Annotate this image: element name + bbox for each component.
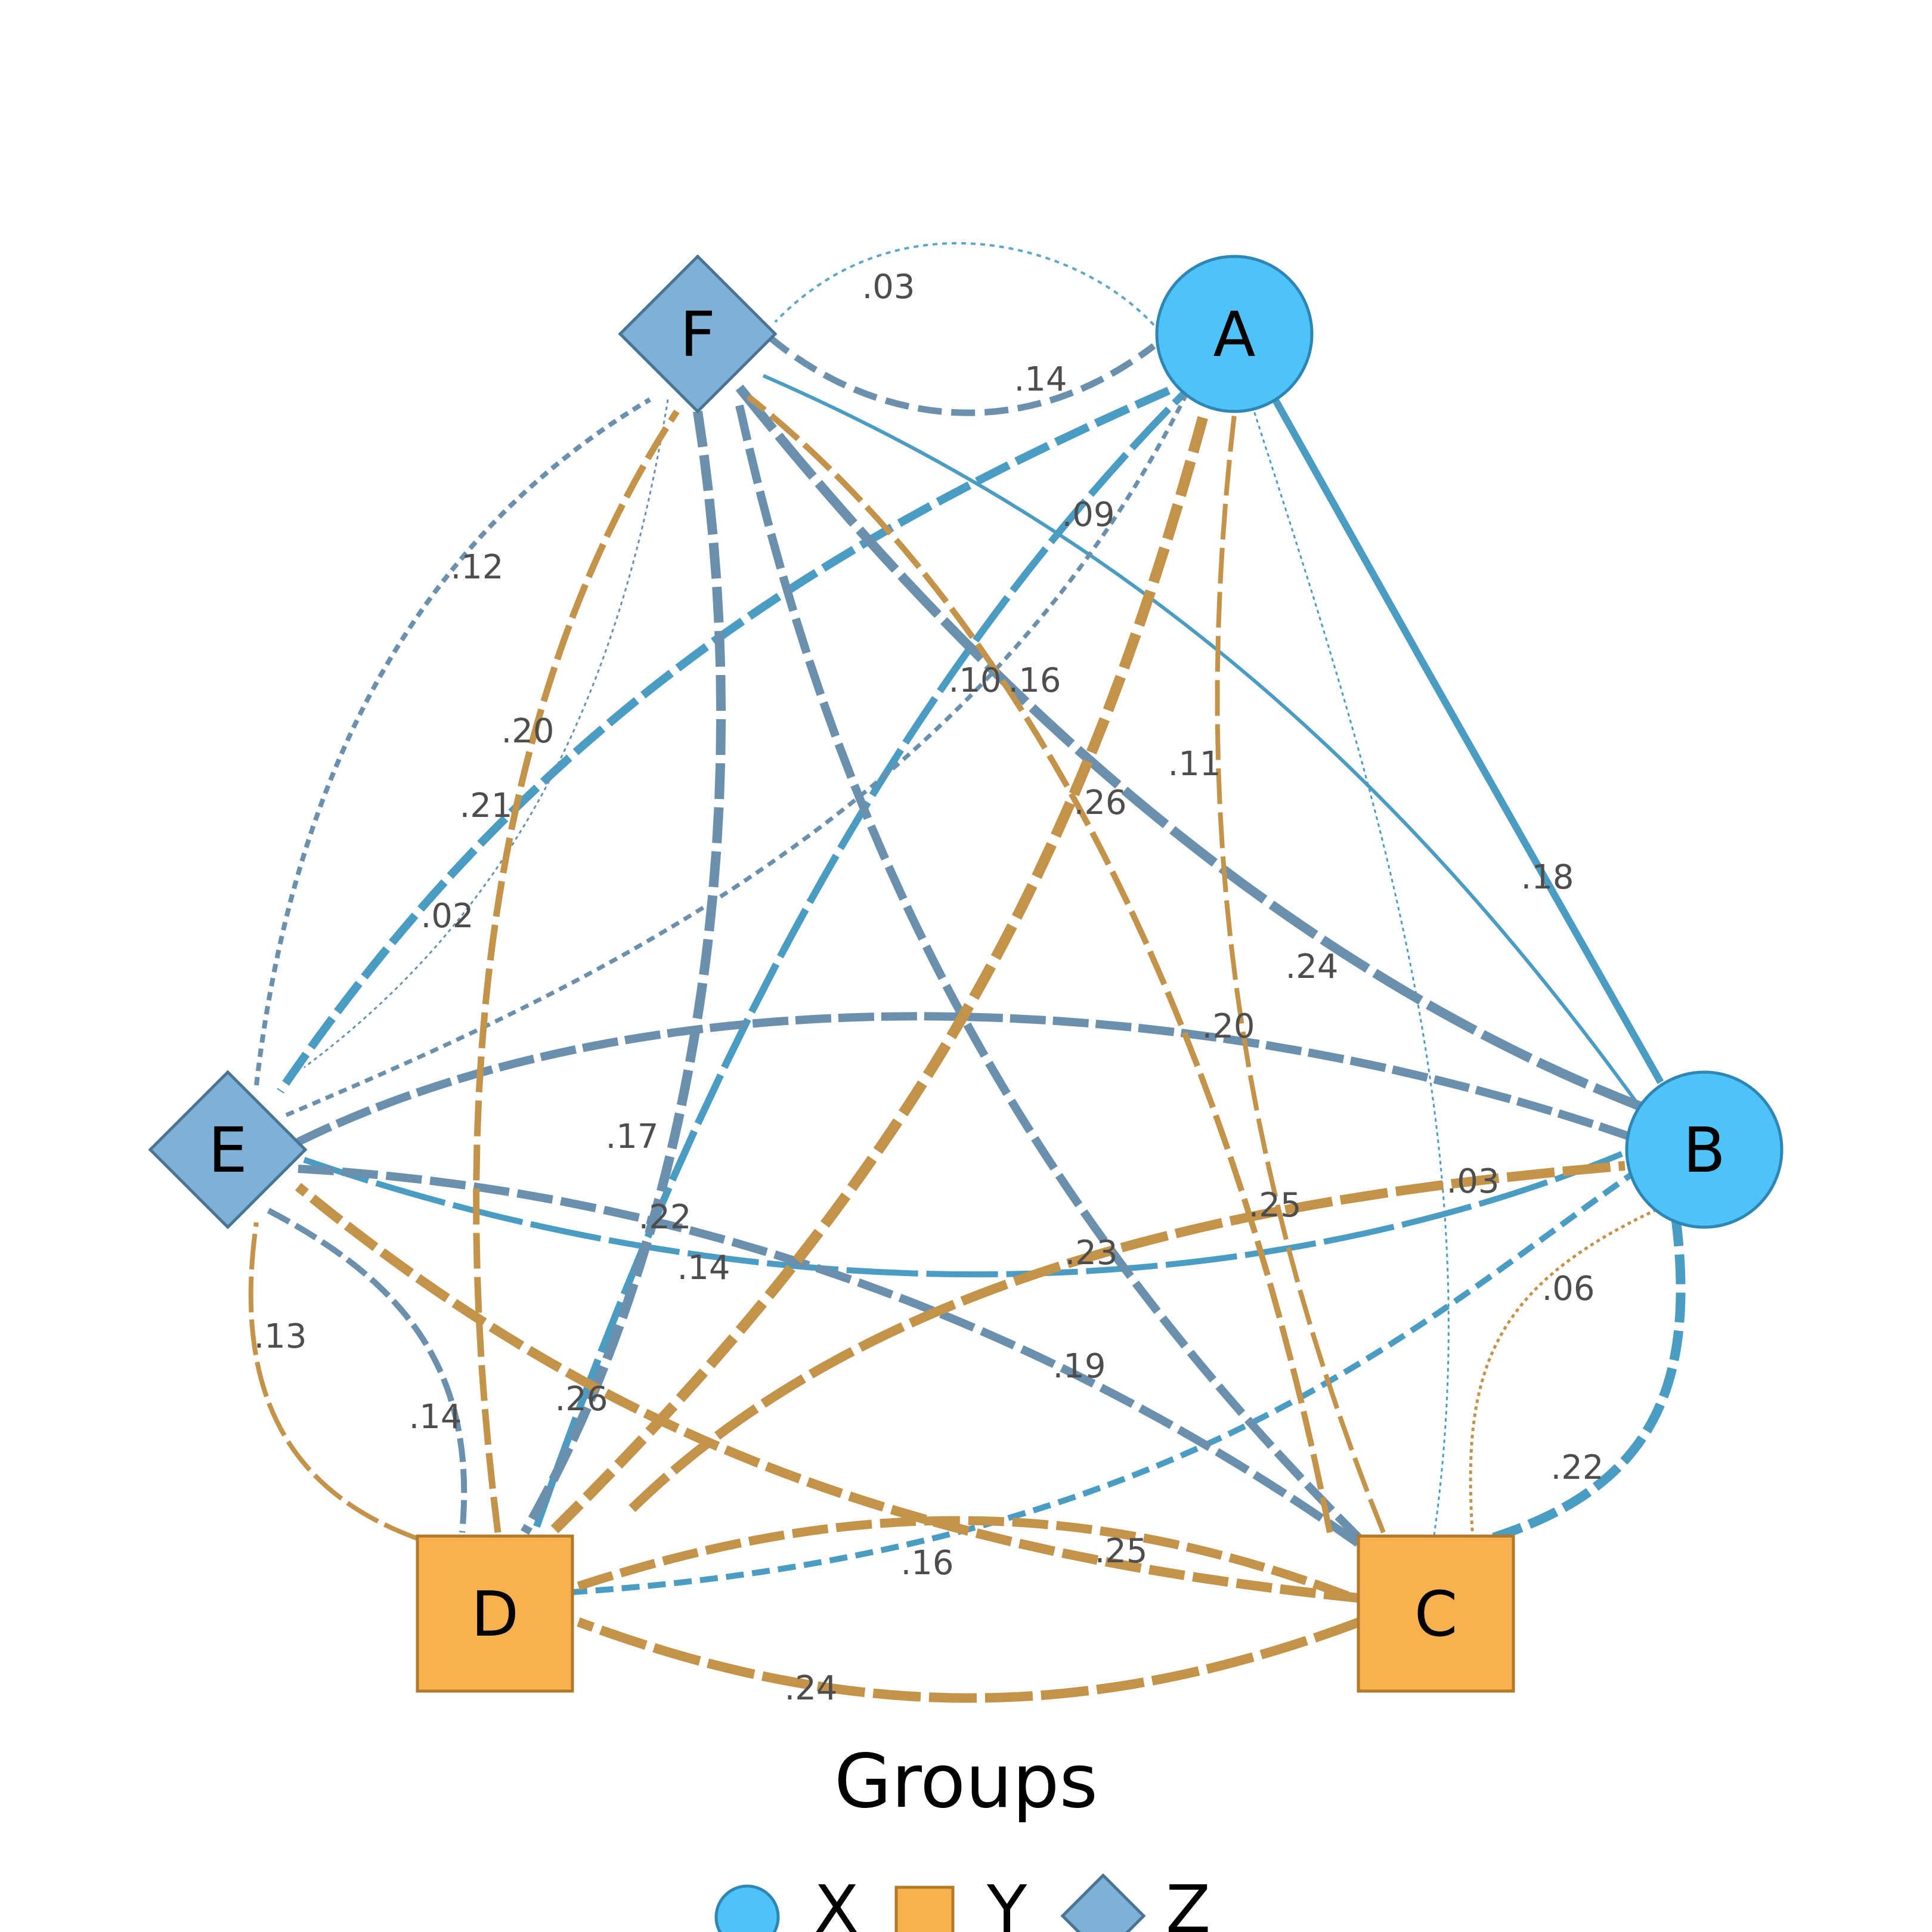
edge-f-to-c (735, 404, 1363, 1541)
edge-weight-label: .16 (900, 1544, 953, 1583)
edge-weight-label: .13 (253, 1317, 306, 1356)
legend-label-y: Y (986, 1871, 1027, 1932)
edge-weight-label: .14 (1014, 360, 1067, 399)
legend-item-y: Y (894, 1871, 1027, 1932)
legend: Groups X Y Z (714, 1739, 1210, 1932)
edge-b-to-d (572, 1166, 1642, 1595)
edge-weight-label: .14 (408, 1398, 462, 1436)
node-b[interactable]: B (1625, 1070, 1784, 1229)
edge-f-to-b (735, 385, 1642, 1111)
legend-diamond-icon (1060, 1873, 1146, 1932)
edge-weight-label: .11 (1168, 745, 1221, 784)
edge-weight-label: .20 (1202, 1007, 1255, 1046)
edge-weight-label: .14 (677, 1249, 730, 1287)
edge-labels-layer: .03.14.21.12.20.09.10.16.26.11.18.24.20.… (253, 268, 1603, 1708)
edge-weight-label: .26 (1073, 784, 1126, 822)
node-d-label: D (471, 1578, 519, 1651)
edge-weight-label: .09 (1061, 496, 1114, 534)
edge-d-to-f (473, 409, 680, 1533)
edge-weight-label: .12 (450, 548, 503, 587)
node-c-label: C (1414, 1578, 1458, 1651)
node-c[interactable]: C (1357, 1534, 1515, 1693)
legend-square-icon (894, 1885, 955, 1932)
node-d[interactable]: D (416, 1534, 574, 1693)
edge-b-to-c (1489, 1215, 1686, 1543)
edge-c-to-d (577, 1617, 1361, 1703)
edge-weight-label: .03 (862, 268, 915, 306)
edge-e-to-f (254, 397, 652, 1086)
edge-weight-label: .17 (605, 1117, 658, 1156)
edge-c-to-f (746, 394, 1333, 1533)
legend-item-x: X (714, 1871, 859, 1932)
edge-weight-label: .16 (1008, 661, 1061, 700)
edge-d-to-b (628, 1161, 1626, 1512)
legend-title: Groups (834, 1739, 1098, 1825)
legend-circle-icon (714, 1884, 780, 1932)
nodes-layer: A B C D E F (148, 254, 1784, 1693)
edge-weight-label: .22 (1550, 1448, 1603, 1487)
node-e[interactable]: E (148, 1070, 308, 1230)
edge-weight-label: .03 (1446, 1162, 1499, 1201)
edge-e-to-c (298, 1165, 1363, 1548)
edge-weight-label: .10 (948, 661, 1001, 700)
edges-layer (248, 242, 1686, 1703)
edge-b-to-f (762, 374, 1648, 1116)
edge-c-to-e (295, 1182, 1360, 1603)
edge-f-to-e (304, 399, 669, 1069)
edge-weight-label: .25 (1094, 1532, 1147, 1571)
legend-label-z: Z (1166, 1871, 1210, 1932)
edge-d-to-a-gold (550, 410, 1210, 1534)
edge-d-to-e (248, 1222, 419, 1541)
edge-weight-label: .24 (1285, 948, 1338, 986)
node-f-label: F (680, 298, 716, 371)
edge-a-to-b (1267, 389, 1664, 1084)
edge-c-to-b (1469, 1209, 1656, 1539)
edge-weight-label: .06 (1541, 1270, 1594, 1308)
edge-e-to-b (296, 1012, 1639, 1146)
edge-a-to-c (1251, 405, 1450, 1536)
edge-weight-label: .23 (1064, 1234, 1117, 1272)
edge-b-to-e (303, 1151, 1623, 1278)
edge-weight-label: .02 (420, 897, 473, 936)
edge-e-to-d (267, 1208, 467, 1533)
legend-item-z: Z (1060, 1871, 1210, 1932)
edge-a-to-f (774, 242, 1155, 326)
edge-c-to-a (1215, 414, 1386, 1534)
edge-weight-label: .19 (1052, 1347, 1106, 1386)
edge-weight-label: .22 (638, 1198, 691, 1237)
node-a[interactable]: A (1155, 255, 1314, 413)
edge-weight-label: .26 (555, 1380, 608, 1419)
legend-label-x: X (814, 1871, 859, 1932)
edge-weight-label: .24 (784, 1669, 837, 1708)
edge-d-to-a (533, 388, 1190, 1528)
edge-e-to-a (285, 386, 1192, 1117)
edge-weight-label: .21 (459, 787, 512, 825)
edge-f-to-a (767, 334, 1156, 416)
edge-weight-label: .20 (501, 712, 554, 751)
edge-f-to-d (521, 410, 726, 1535)
edge-weight-label: .18 (1521, 858, 1574, 897)
edge-a-to-e (277, 386, 1171, 1094)
node-a-label: A (1213, 298, 1255, 371)
node-e-label: E (208, 1114, 247, 1187)
node-b-label: B (1683, 1114, 1725, 1187)
edge-d-to-c (577, 1516, 1355, 1603)
node-f[interactable]: F (618, 254, 778, 414)
edge-weight-label: .25 (1248, 1186, 1301, 1225)
